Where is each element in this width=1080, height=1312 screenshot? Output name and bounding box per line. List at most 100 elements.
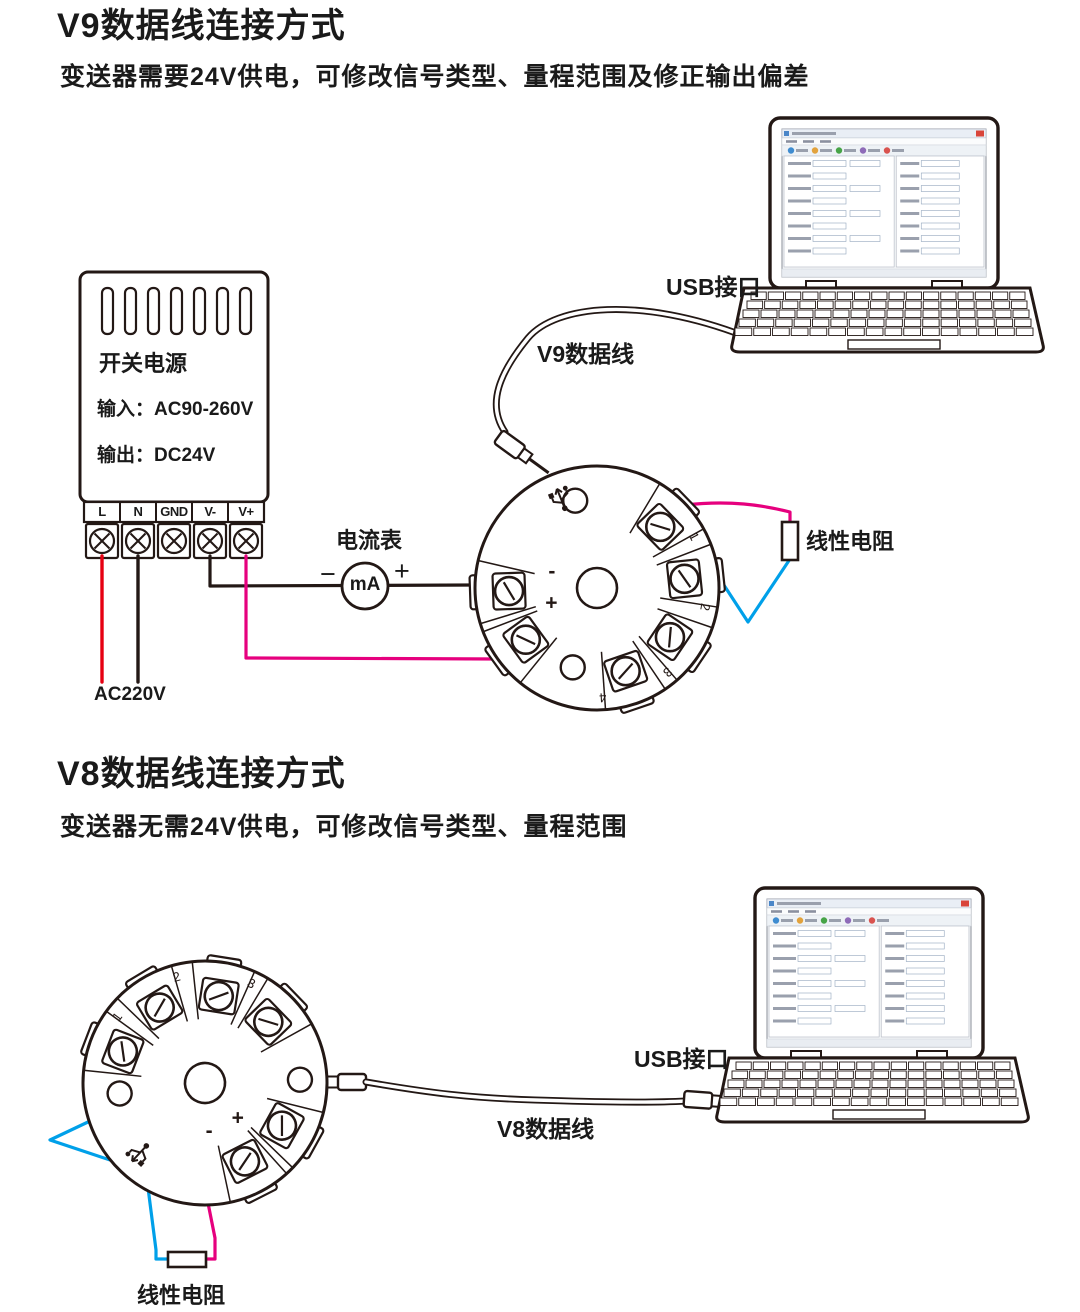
terminal-number: 2 xyxy=(171,969,182,985)
usb-icon xyxy=(547,485,569,512)
psu-terminal-label-gnd: GND xyxy=(160,504,188,519)
transmitter-screw-terminal xyxy=(101,1028,145,1075)
psu-terminal-label-n: N xyxy=(133,504,143,519)
cable-core xyxy=(494,307,746,434)
polarity-mark: - xyxy=(548,560,555,583)
toolbar-icon xyxy=(820,917,828,924)
transmitter-screw-terminal xyxy=(221,1138,269,1184)
ammeter-label: 电流表 xyxy=(336,528,403,553)
toolbar-icon xyxy=(859,147,867,154)
laptop-v8 xyxy=(715,886,1030,1124)
transmitter-screw-terminal xyxy=(259,1102,305,1150)
usb-plug xyxy=(493,429,550,475)
vent-slot xyxy=(238,286,253,336)
window-close-icon xyxy=(976,130,984,137)
v8-wires xyxy=(48,1120,217,1261)
window-close-icon xyxy=(961,900,969,907)
cable-outline xyxy=(492,306,748,436)
polarity-mark: - xyxy=(206,1119,213,1142)
v9-usb-cable xyxy=(492,306,748,475)
transmitter-screw-terminal xyxy=(244,997,293,1046)
polarity-mark: + xyxy=(545,591,557,614)
psu-terminal-label-vplus: V+ xyxy=(238,504,254,519)
toolbar-icon xyxy=(868,917,876,924)
wire-vplus-supply xyxy=(244,554,500,661)
v8-section-subtitle: 变送器无需24V供电，可修改信号类型、量程范围 xyxy=(60,813,628,841)
screw-terminal xyxy=(228,522,264,560)
v8-usb-cable xyxy=(321,1072,739,1110)
wire-output-to-resistor xyxy=(203,1201,217,1261)
v8-usb-port-label: USB接口 xyxy=(634,1046,729,1072)
toolbar-icon xyxy=(772,917,780,924)
toolbar-icon xyxy=(811,147,819,154)
transmitter-screw-terminal xyxy=(665,558,704,600)
psu-terminal-label-vminus: V- xyxy=(204,504,216,519)
v9-usb-port-label: USB接口 xyxy=(666,274,761,300)
mounting-hole xyxy=(106,1080,133,1107)
vent-slot xyxy=(100,286,115,336)
transmitter-screw-terminal xyxy=(197,976,240,1016)
keyboard xyxy=(734,291,1034,336)
linear-resistor-v8 xyxy=(166,1250,208,1269)
ammeter xyxy=(340,561,390,611)
transmitter-screw-terminal xyxy=(603,649,649,693)
ammeter-plus-sign: + xyxy=(394,556,410,586)
screw-terminal xyxy=(84,522,120,560)
ammeter-minus-sign: − xyxy=(320,559,336,589)
v8-resistor-label: 线性电阻 xyxy=(137,1283,226,1308)
v9-section-title: V9数据线连接方式 xyxy=(57,7,346,45)
keyboard xyxy=(719,1061,1019,1106)
center-hole xyxy=(575,566,619,610)
transmitter-screw-terminal xyxy=(136,984,184,1031)
v8-cable-label: V8数据线 xyxy=(497,1116,595,1142)
usb-plug xyxy=(321,1072,368,1092)
vent-slot xyxy=(123,286,138,336)
wire-output-to-resistor xyxy=(683,501,792,525)
touchpad xyxy=(847,339,941,350)
toolbar-icon xyxy=(787,147,795,154)
polarity-mark: + xyxy=(232,1107,244,1130)
mounting-hole xyxy=(559,654,586,681)
mounting-hole xyxy=(562,487,589,514)
power-supply xyxy=(78,270,270,560)
toolbar-icon xyxy=(844,917,852,924)
laptop-screen-ui xyxy=(781,128,987,278)
v9-section-subtitle: 变送器需要24V供电，可修改信号类型、量程范围及修正输出偏差 xyxy=(60,63,810,91)
psu-output-label: 输出：DC24V xyxy=(97,445,216,466)
laptop-screen-ui xyxy=(766,898,972,1048)
wire-resistor-return xyxy=(716,557,792,624)
ac-voltage-label: AC220V xyxy=(94,684,166,705)
screw-terminal xyxy=(192,522,228,560)
mounting-hole xyxy=(286,1066,314,1093)
transmitter-screw-terminal xyxy=(646,613,694,662)
toolbar-icon xyxy=(796,917,804,924)
ammeter-unit: mA xyxy=(349,574,381,595)
center-hole xyxy=(183,1061,227,1105)
vent-slot xyxy=(215,286,230,336)
usb-icon xyxy=(125,1143,150,1167)
toolbar-icon xyxy=(835,147,843,154)
psu-terminal-label-l: L xyxy=(98,504,106,519)
vent-slot xyxy=(192,286,207,336)
v9-resistor-wires xyxy=(683,501,792,624)
vent-slot xyxy=(169,286,184,336)
wire-resistor-return xyxy=(48,1120,171,1261)
v9-wires xyxy=(100,554,500,684)
screw-terminal xyxy=(120,522,156,560)
v8-section-title: V8数据线连接方式 xyxy=(57,755,346,793)
vent-slot xyxy=(146,286,161,336)
linear-resistor-v9 xyxy=(780,520,800,562)
v9-resistor-label: 线性电阻 xyxy=(806,529,895,554)
transmitter-screw-terminal xyxy=(636,502,685,551)
v9-cable-label: V9数据线 xyxy=(537,341,635,367)
screw-terminal xyxy=(156,522,192,560)
psu-name-label: 开关电源 xyxy=(99,351,188,376)
cable-core xyxy=(364,1080,688,1104)
transmitter-screw-terminal xyxy=(502,615,550,664)
toolbar-icon xyxy=(883,147,891,154)
terminal-number: 4 xyxy=(599,690,607,705)
